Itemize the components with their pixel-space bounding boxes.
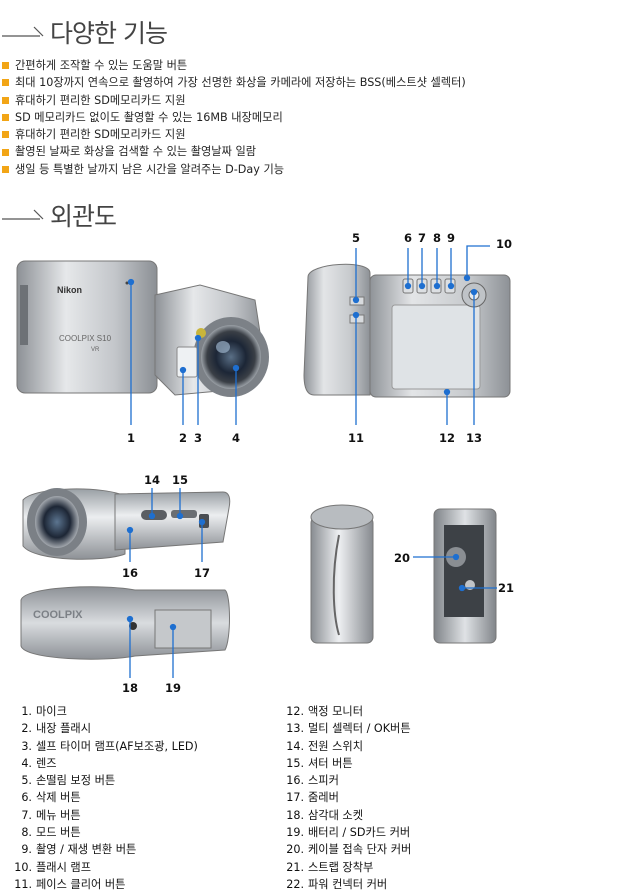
list-item: 14.전원 스위치 — [286, 739, 364, 753]
callout-number: 16 — [122, 566, 139, 580]
list-item: SD 메모리카드 없이도 촬영할 수 있는 16MB 내장메모리 — [0, 109, 635, 126]
list-item: 13.멀티 셀렉터 / OK버튼 — [286, 722, 411, 736]
bullet-square-icon — [2, 79, 9, 87]
list-item: 휴대하기 편리한 SD메모리카드 지원 — [0, 92, 635, 109]
list-item: 7.메뉴 버튼 — [21, 808, 81, 822]
list-item: 간편하게 조작할 수 있는 도움말 버튼 — [0, 57, 635, 74]
callout-number: 17 — [194, 566, 211, 580]
list-item: 6.삭제 버튼 — [21, 791, 81, 805]
callout-number: 11 — [348, 431, 365, 445]
callout-number: 5 — [352, 231, 361, 245]
callout-number: 10 — [496, 237, 513, 251]
callout-number: 1 — [127, 431, 136, 445]
list-item: 18.삼각대 소켓 — [286, 808, 364, 822]
callout-number: 18 — [122, 681, 139, 695]
arrow-line-icon — [2, 26, 44, 37]
list-item: 22.파워 컨넥터 커버 — [286, 877, 388, 891]
list-item: 20.케이블 접속 단자 커버 — [286, 843, 412, 857]
features-section-title: 다양한 기능 — [0, 12, 168, 52]
list-item: 17.줌레버 — [286, 791, 339, 805]
features-title-text: 다양한 기능 — [50, 19, 168, 48]
callout-number: 13 — [466, 431, 483, 445]
callout-number: 8 — [433, 231, 442, 245]
list-item: 12.액정 모니터 — [286, 705, 364, 718]
callout-number: 14 — [144, 473, 161, 487]
legend-right-column: 12.액정 모니터 13.멀티 셀렉터 / OK버튼 14.전원 스위치 15.… — [286, 703, 411, 893]
callout-number: 7 — [418, 231, 427, 245]
callout-number: 3 — [194, 431, 203, 445]
bullet-square-icon — [2, 96, 9, 104]
callout-number: 9 — [447, 231, 456, 245]
callout-number: 21 — [498, 581, 515, 595]
list-item: 21.스트랩 장착부 — [286, 860, 374, 874]
list-item: 10.플래시 램프 — [14, 860, 92, 874]
list-item: 5.손떨림 보정 버튼 — [21, 774, 116, 788]
list-item: 19.배터리 / SD카드 커버 — [286, 826, 411, 840]
exterior-section-title: 외관도 — [0, 195, 117, 235]
list-item: 11.페이스 클리어 버튼 — [14, 877, 126, 891]
list-item: 2.내장 플래시 — [21, 722, 92, 736]
list-item: 생일 등 특별한 날까지 남은 시간을 알려주는 D-Day 기능 — [0, 161, 635, 178]
callout-number: 4 — [232, 431, 241, 445]
arrow-line-icon — [2, 209, 44, 220]
bullet-square-icon — [2, 165, 9, 173]
list-item: 촬영된 날짜로 화상을 검색할 수 있는 촬영날짜 일람 — [0, 143, 635, 160]
exterior-title-text: 외관도 — [50, 202, 117, 231]
callout-number: 20 — [394, 551, 411, 565]
callout-lines — [126, 245, 497, 678]
legend-left-column: 1.마이크 2.내장 플래시 3.셀프 타이머 램프(AF보조광, LED) 4… — [14, 703, 198, 893]
list-item: 3.셀프 타이머 램프(AF보조광, LED) — [21, 739, 198, 753]
camera-rear-photo — [303, 263, 511, 398]
callout-number: 15 — [172, 473, 189, 487]
list-item: 8.모드 버튼 — [21, 826, 81, 840]
list-item: 1.마이크 — [21, 705, 67, 718]
features-list: 간편하게 조작할 수 있는 도움말 버튼 최대 10장까지 연속으로 촬영하여 … — [0, 57, 635, 178]
bottom-brand-label: COOLPIX — [33, 609, 83, 621]
bullet-square-icon — [2, 62, 9, 70]
list-item: 최대 10장까지 연속으로 촬영하여 가장 선명한 화상을 카메라에 저장하는 … — [0, 74, 635, 91]
bullet-square-icon — [2, 131, 9, 139]
bullet-square-icon — [2, 148, 9, 156]
callout-number: 12 — [439, 431, 456, 445]
list-item: 16.스피커 — [286, 774, 339, 788]
camera-bottom-photo: COOLPIX — [20, 586, 230, 660]
list-item: 9.촬영 / 재생 변환 버튼 — [21, 843, 137, 857]
camera-top-photo — [22, 488, 231, 560]
camera-other-side-photo — [433, 508, 497, 644]
bullet-square-icon — [2, 114, 9, 122]
list-item: 15.셔터 버튼 — [286, 756, 353, 770]
camera-side-photo — [310, 504, 374, 644]
list-item: 휴대하기 편리한 SD메모리카드 지원 — [0, 126, 635, 143]
list-item: 4.렌즈 — [21, 756, 57, 770]
callout-number: 2 — [179, 431, 188, 445]
callout-number: 6 — [404, 231, 413, 245]
model-label: COOLPIX S10 — [59, 334, 112, 343]
vr-label: VR — [91, 347, 100, 353]
brand-label: Nikon — [57, 285, 82, 295]
callout-number: 19 — [165, 681, 182, 695]
